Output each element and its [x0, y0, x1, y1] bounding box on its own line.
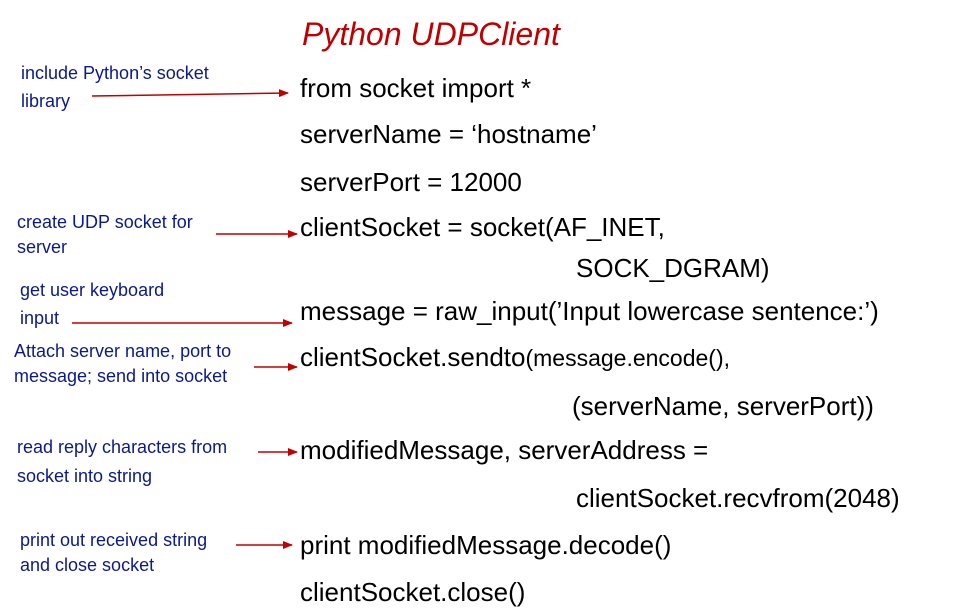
annotation-create-line-1: create UDP socket for: [17, 212, 193, 232]
arrow-import: [91, 89, 289, 98]
annotation-create-line-2: server: [17, 237, 68, 257]
annotation-recv-line-2: socket into string: [17, 466, 153, 486]
annotation-input-line-1: get user keyboard: [20, 280, 165, 300]
annotation-input-line-2: input: [20, 308, 60, 328]
code-line-sock-dgram: SOCK_DGRAM): [576, 253, 770, 283]
annotation-import-line-2: library: [21, 91, 71, 111]
code-sendto-call: clientSocket.sendto: [300, 342, 526, 372]
code-line-server-address: (serverName, serverPort)): [572, 391, 874, 421]
code-line-print: print modifiedMessage.decode(): [300, 530, 672, 560]
code-line-client-socket: clientSocket = socket(AF_INET,: [300, 212, 665, 242]
code-line-close: clientSocket.close(): [300, 577, 526, 607]
annotation-print-line-2: and close socket: [20, 555, 155, 575]
annotation-import-line-1: include Python’s socket: [21, 63, 209, 83]
code-line-server-name: serverName = ‘hostname’: [300, 119, 597, 149]
slide-title: Python UDPClient: [302, 16, 560, 52]
code-sendto-args: (message.encode(),: [525, 345, 731, 371]
annotation-send-line-2: message; send into socket: [14, 366, 228, 386]
code-line-sendto: clientSocket.sendto(message.encode(),: [300, 341, 730, 374]
annotation-recv-line-1: read reply characters from: [17, 437, 228, 457]
annotation-print-line-1: print out received string: [20, 530, 208, 550]
code-line-modified-message: modifiedMessage, serverAddress =: [300, 435, 709, 465]
annotation-send-line-1: Attach server name, port to: [14, 341, 232, 361]
code-line-server-port: serverPort = 12000: [300, 167, 522, 197]
code-line-message-input: message = raw_input(’Input lowercase sen…: [300, 296, 879, 326]
code-line-recvfrom: clientSocket.recvfrom(2048): [576, 483, 900, 513]
code-line-import: from socket import *: [300, 73, 532, 103]
